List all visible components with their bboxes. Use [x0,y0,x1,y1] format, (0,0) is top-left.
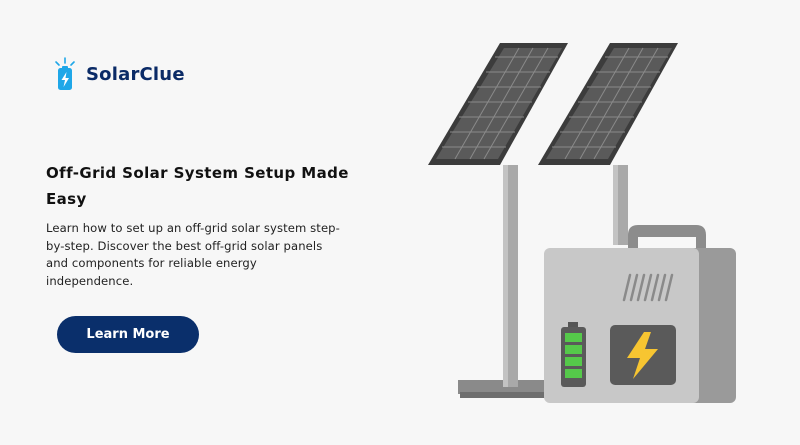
battery-spark-icon [55,57,75,90]
learn-more-button[interactable]: Learn More [57,316,199,353]
brand-name: SolarClue [86,63,185,85]
brand-logo[interactable]: SolarClue [52,56,185,92]
solar-panel-icon [538,43,678,165]
lightning-bolt-icon [627,332,658,379]
power-station-icon [544,225,736,403]
hero-description: Learn how to set up an off-grid solar sy… [46,221,340,288]
solar-panel-icon [428,43,568,165]
battery-icon [561,322,586,387]
solar-illustration [428,43,736,403]
hero-title: Off-Grid Solar System Setup Made Easy [46,164,349,208]
